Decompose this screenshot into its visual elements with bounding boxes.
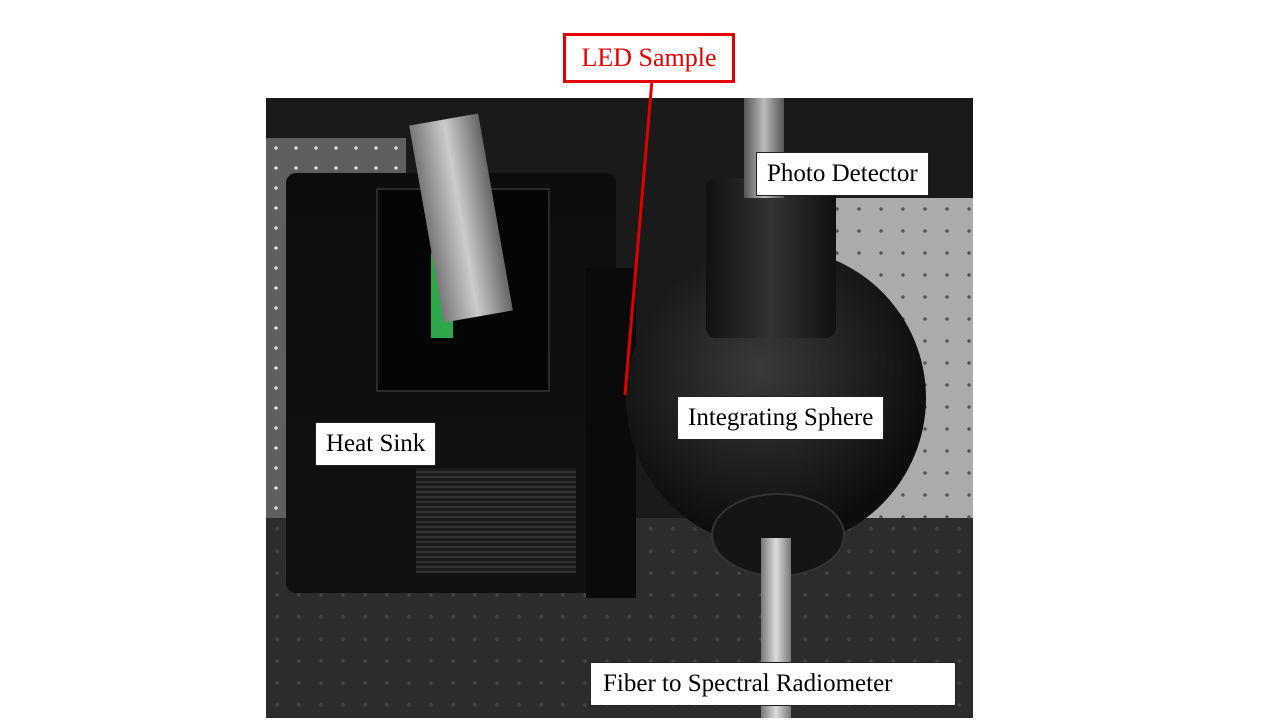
heat-sink-fins xyxy=(416,468,576,573)
fiber-label: Fiber to Spectral Radiometer xyxy=(590,662,956,706)
heat-sink-label: Heat Sink xyxy=(315,422,437,466)
photo-detector-label: Photo Detector xyxy=(756,152,929,196)
detector-body xyxy=(706,178,836,338)
integrating-sphere-label: Integrating Sphere xyxy=(677,396,885,440)
mount-plate xyxy=(586,268,636,598)
setup-photo xyxy=(266,98,973,718)
led-callout-line xyxy=(623,79,654,396)
led-sample-label: LED Sample xyxy=(563,33,735,83)
